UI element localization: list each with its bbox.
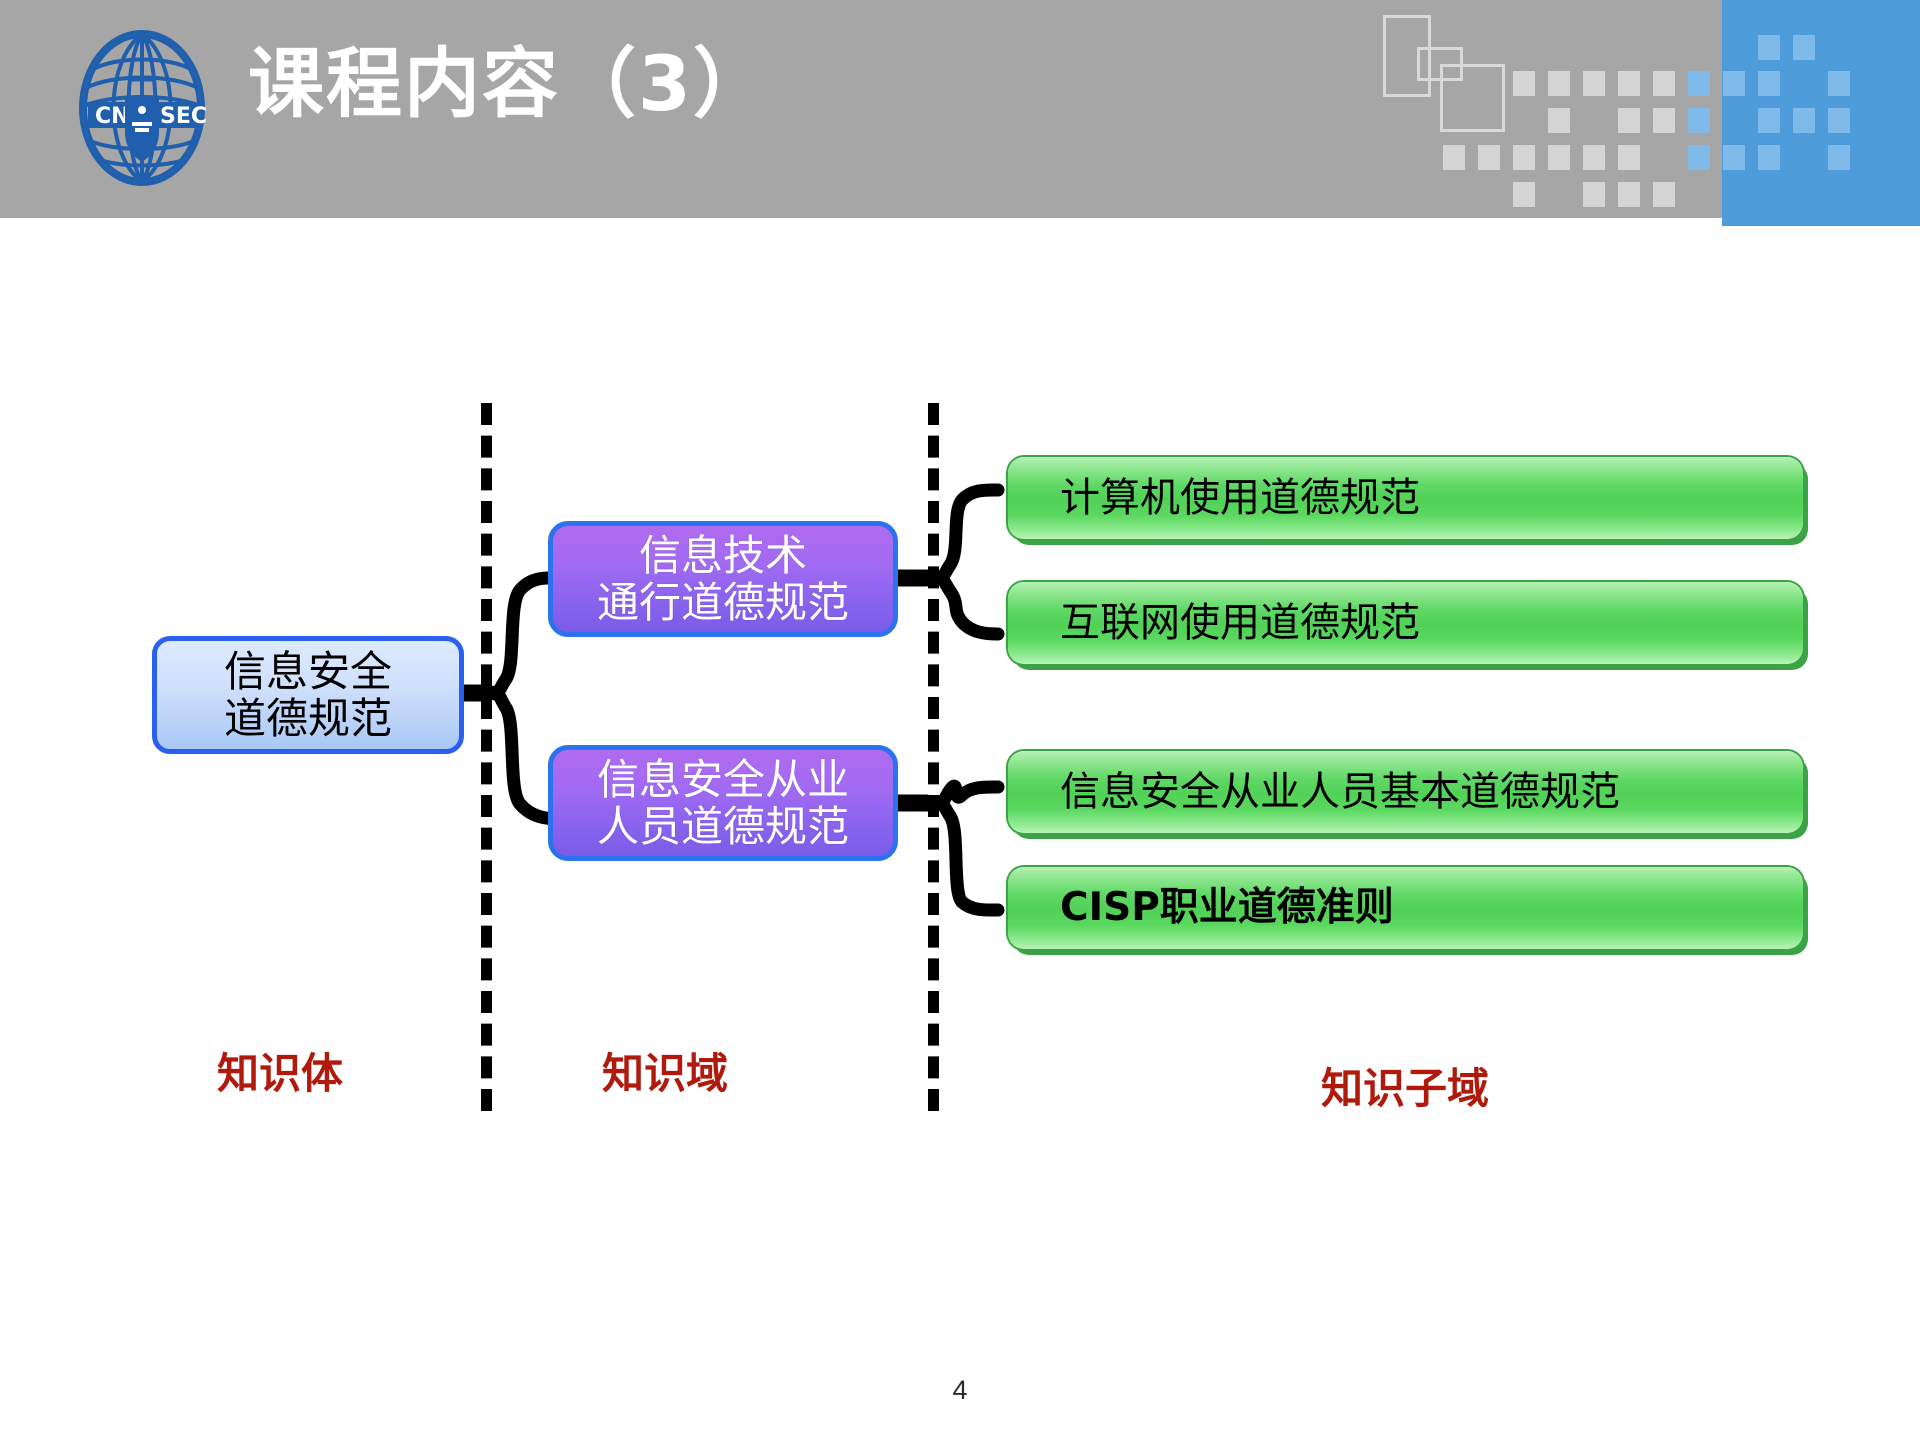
deco-square xyxy=(1618,182,1640,207)
node-root-information-security-ethics[interactable]: 信息安全 道德规范 xyxy=(152,636,464,754)
node-root-label: 信息安全 道德规范 xyxy=(223,646,392,743)
deco-square xyxy=(1618,145,1640,170)
deco-square xyxy=(1513,182,1535,207)
header-blue-band xyxy=(1722,0,1920,226)
deco-square-blue xyxy=(1688,145,1710,170)
deco-square xyxy=(1618,71,1640,96)
deco-square-blue xyxy=(1723,145,1745,170)
page-title: 课程内容（3） xyxy=(248,39,771,128)
node-subdomain-practitioner-basic-ethics[interactable]: 信息安全从业人员基本道德规范 xyxy=(1008,751,1803,833)
deco-square xyxy=(1583,71,1605,96)
deco-rect-1 xyxy=(1383,15,1431,97)
deco-square xyxy=(1548,108,1570,133)
deco-rect-3 xyxy=(1440,64,1505,132)
node-domain-label: 信息技术 通行道德规范 xyxy=(596,530,849,627)
deco-square-blue xyxy=(1758,71,1780,96)
node-subdomain-cisp-code-of-ethics[interactable]: CISP职业道德准则 xyxy=(1008,867,1803,949)
deco-square xyxy=(1653,108,1675,133)
deco-square-blue xyxy=(1828,145,1850,170)
node-subdomain-computer-usage-ethics[interactable]: 计算机使用道德规范 xyxy=(1008,457,1803,539)
deco-square-blue xyxy=(1828,71,1850,96)
deco-square xyxy=(1478,145,1500,170)
node-subdomain-internet-usage-ethics[interactable]: 互联网使用道德规范 xyxy=(1008,582,1803,664)
svg-text:SEC: SEC xyxy=(160,104,207,129)
deco-square xyxy=(1653,182,1675,207)
deco-square xyxy=(1653,71,1675,96)
slide-header: CNI SEC 课程内容（3） xyxy=(0,0,1920,226)
deco-square-blue xyxy=(1758,145,1780,170)
header-gray-band xyxy=(0,0,1722,218)
node-subdomain-label: 互联网使用道德规范 xyxy=(1060,599,1420,646)
deco-square xyxy=(1513,71,1535,96)
deco-square xyxy=(1583,145,1605,170)
divider-line-knowledge-body xyxy=(481,403,492,1111)
node-subdomain-label: 计算机使用道德规范 xyxy=(1060,474,1420,521)
deco-square-blue xyxy=(1723,71,1745,96)
deco-square-blue xyxy=(1828,108,1850,133)
deco-square-blue xyxy=(1688,71,1710,96)
node-subdomain-label: CISP职业道德准则 xyxy=(1060,885,1394,931)
divider-line-knowledge-domain xyxy=(928,403,939,1111)
node-domain-label: 信息安全从业 人员道德规范 xyxy=(596,754,849,851)
deco-square-blue xyxy=(1793,108,1815,133)
deco-square xyxy=(1618,108,1640,133)
cnitsec-logo: CNI SEC xyxy=(62,28,222,188)
node-domain-it-general-ethics[interactable]: 信息技术 通行道德规范 xyxy=(548,521,898,637)
deco-square xyxy=(1583,182,1605,207)
deco-square-blue xyxy=(1688,108,1710,133)
deco-square xyxy=(1443,145,1465,170)
axis-label-knowledge-subdomain: 知识子域 xyxy=(1320,1064,1489,1113)
deco-square xyxy=(1513,145,1535,170)
deco-square-blue xyxy=(1758,35,1780,60)
deco-square-blue xyxy=(1758,108,1780,133)
node-subdomain-label: 信息安全从业人员基本道德规范 xyxy=(1060,768,1620,815)
axis-label-knowledge-body: 知识体 xyxy=(216,1049,343,1098)
axis-label-knowledge-domain: 知识域 xyxy=(601,1049,728,1098)
deco-square-blue xyxy=(1793,35,1815,60)
node-domain-security-practitioner-ethics[interactable]: 信息安全从业 人员道德规范 xyxy=(548,745,898,861)
deco-square xyxy=(1548,145,1570,170)
page-number: 4 xyxy=(952,1375,968,1405)
deco-square xyxy=(1548,71,1570,96)
